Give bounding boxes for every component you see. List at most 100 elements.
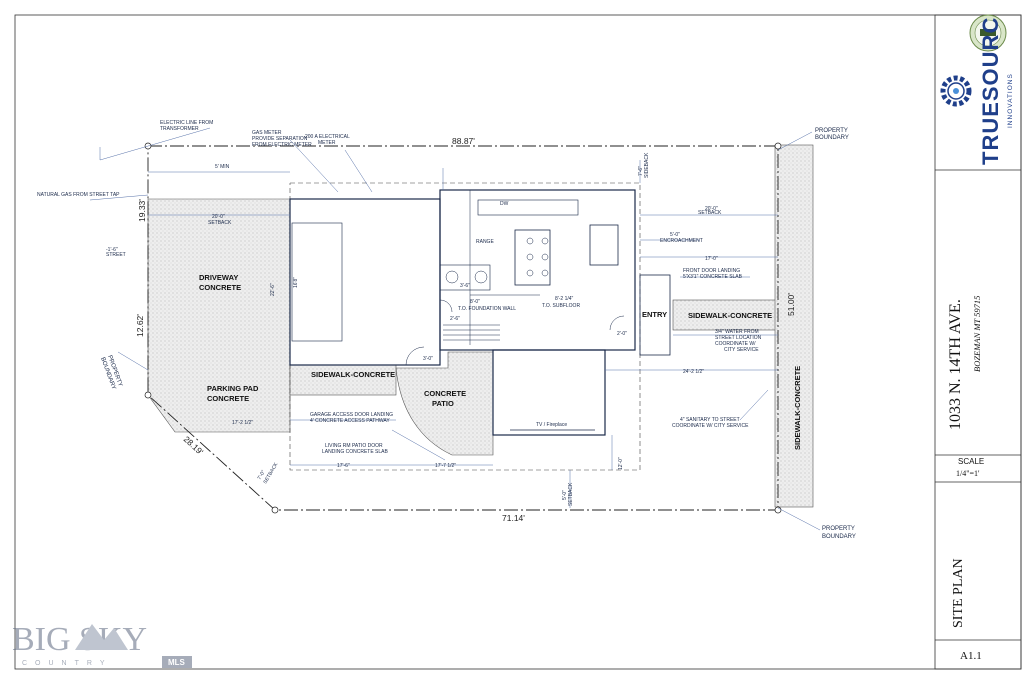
driveway-label-1: DRIVEWAY bbox=[199, 273, 238, 282]
street-note-2: STREET bbox=[106, 252, 126, 258]
water-note-3: COORDINATE W/ bbox=[715, 341, 756, 347]
sideback-2: SIDEBACK bbox=[644, 152, 650, 178]
dim-2-6: 2'-6" bbox=[450, 316, 460, 322]
gas-meter-note-1: GAS METER bbox=[252, 130, 282, 136]
dim-24-2: 24'-2 1/2" bbox=[683, 369, 704, 375]
garage-depth: 16'8" bbox=[293, 277, 299, 288]
sidewalk-left-area bbox=[289, 364, 397, 396]
project-city: BOZEMAN MT 59715 bbox=[972, 296, 982, 372]
electric-line-note-1: ELECTRIC LINE FROM bbox=[160, 120, 213, 126]
setback-bottom-2: SETBACK bbox=[568, 482, 574, 506]
sanitary-note-2: COORDINATE W/ CITY SERVICE bbox=[672, 423, 749, 429]
setback-left-1: 20'-0" bbox=[212, 214, 225, 220]
dim-2-0: 2'-0" bbox=[617, 331, 627, 337]
project-address: 1033 N. 14TH AVE. bbox=[947, 299, 964, 430]
street-note-1: -1'-6" bbox=[106, 247, 118, 253]
boundary-corner-br bbox=[774, 506, 782, 514]
sideback-1: 7'-6" bbox=[638, 166, 644, 176]
sanitary-note-1: 4" SANITARY TO STREET bbox=[680, 417, 740, 423]
sidewalk-entry-label: SIDEWALK-CONCRETE bbox=[688, 311, 772, 320]
dim-17-6: 17'-6" bbox=[337, 463, 350, 469]
foundation-wall-2: T.O. FOUNDATION WALL bbox=[458, 306, 516, 312]
dim-3-0: 3'-0" bbox=[423, 356, 433, 362]
boundary-tr-2: BOUNDARY bbox=[815, 135, 849, 141]
setback-left-2: SETBACK bbox=[208, 220, 232, 226]
dim-22: 22'-6" bbox=[270, 283, 276, 296]
front-door-note-2: 5'X3'1" CONCRETE SLAB bbox=[683, 274, 743, 280]
water-note-1: 3/4" WATER FROM bbox=[715, 329, 759, 335]
entry-label: ENTRY bbox=[642, 310, 667, 319]
mountain-icon bbox=[75, 624, 128, 650]
title-block-frame bbox=[934, 14, 1022, 670]
gas-meter-note-2: PROVIDE SEPARATION bbox=[252, 136, 308, 142]
five-min-note: 5' MIN bbox=[215, 164, 230, 170]
electrical-meter-note-2: METER bbox=[318, 140, 336, 146]
concrete-areas bbox=[147, 144, 814, 508]
driveway-label-2: CONCRETE bbox=[199, 283, 241, 292]
encroachment-2: ENCROACHMENT bbox=[660, 238, 703, 244]
house-footprint bbox=[289, 189, 671, 436]
dw-label: DW bbox=[500, 201, 509, 207]
left-dimension-mid: 12.62' bbox=[135, 314, 145, 337]
sidewalk-entry-area bbox=[672, 299, 784, 331]
sidewalk-left-label: SIDEWALK-CONCRETE bbox=[311, 370, 395, 379]
watermark-brand: BIG SKY bbox=[12, 621, 147, 658]
natural-gas-note: NATURAL GAS FROM STREET TAP bbox=[37, 192, 120, 198]
boundary-br-1: PROPERTY bbox=[822, 526, 855, 532]
dim-17-0: 17'-0" bbox=[705, 256, 718, 262]
right-dimension: 51.00' bbox=[786, 293, 796, 316]
fireplace-label: TV / Fireplace bbox=[536, 422, 567, 428]
electric-line-note-2: TRANSFORMER bbox=[160, 126, 199, 132]
setback-line bbox=[289, 182, 641, 471]
diagonal-dimension: 28.19' bbox=[182, 434, 206, 457]
setback-right-2: SETBACK bbox=[698, 210, 722, 216]
watermark-sub: COUNTRY bbox=[22, 660, 112, 667]
sidewalk-right-label: SIDEWALK-CONCRETE bbox=[793, 366, 802, 450]
garage-access-note-1: GARAGE ACCESS DOOR LANDING bbox=[310, 412, 393, 418]
living-rm-note-1: LIVING RM PATIO DOOR bbox=[325, 443, 383, 449]
encroachment-1: 5'-0" bbox=[670, 232, 680, 238]
parking-pad-label-1: PARKING PAD bbox=[207, 384, 259, 393]
watermark-tag: MLS bbox=[168, 658, 186, 667]
dim-17-2: 17'-2 1/2" bbox=[232, 420, 253, 426]
dim-17-7: 17'-7 1/2" bbox=[435, 463, 456, 469]
water-note-2: STREET LOCATION bbox=[715, 335, 762, 341]
gear-logo-icon bbox=[940, 75, 972, 107]
bottom-dimension: 71.14' bbox=[502, 513, 525, 523]
front-door-note-1: FRONT DOOR LANDING bbox=[683, 268, 740, 274]
certification-seal-icon bbox=[969, 14, 1007, 52]
property-boundary-line bbox=[147, 145, 779, 511]
foundation-wall-1: 8'-0" bbox=[470, 299, 480, 305]
setback-diag-1: 7'-0" bbox=[257, 469, 267, 481]
patio-label-2: PATIO bbox=[432, 399, 454, 408]
area-labels: DRIVEWAY CONCRETE PARKING PAD CONCRETE S… bbox=[199, 273, 802, 450]
boundary-corner-tr bbox=[774, 142, 782, 150]
patio-label-1: CONCRETE bbox=[424, 389, 466, 398]
scale-value: 1/4"=1' bbox=[956, 469, 980, 478]
top-dimension: 88.87' bbox=[452, 136, 475, 146]
sheet-number: A1.1 bbox=[960, 650, 982, 662]
big-sky-watermark: BIG SKY COUNTRY MLS bbox=[12, 621, 192, 668]
boundary-tr-1: PROPERTY bbox=[815, 128, 848, 134]
company-name: TRUESOURC bbox=[978, 17, 1003, 165]
living-rm-note-2: LANDING CONCRETE SLAB bbox=[322, 449, 389, 455]
company-subtitle: INNOVATIONS bbox=[1007, 73, 1014, 128]
setback-bottom-1: 5'-0" bbox=[562, 490, 568, 500]
parking-pad-label-2: CONCRETE bbox=[207, 394, 249, 403]
subfloor-2: T.O. SUBFLOOR bbox=[542, 303, 580, 309]
scale-label: SCALE bbox=[958, 457, 984, 466]
boundary-br-2: BOUNDARY bbox=[822, 534, 856, 540]
garage-access-note-2: 4' CONCRETE ACCESS PATHWAY bbox=[310, 418, 390, 424]
sheet-title: SITE PLAN bbox=[951, 558, 966, 628]
water-note-4: CITY SERVICE bbox=[724, 347, 759, 353]
boundary-corner-l bbox=[144, 391, 152, 399]
sanitary-dim: 12'-0" bbox=[618, 457, 624, 470]
gas-meter-note-3: FROM ELECTRIC METER bbox=[252, 142, 312, 148]
setback-right-1: 20'-0" bbox=[705, 206, 718, 212]
sidewalk-right-area bbox=[774, 144, 814, 508]
dimension-lines bbox=[89, 127, 821, 531]
electrical-meter-note-1: 200 A ELECTRICAL bbox=[305, 134, 350, 140]
range-label: RANGE bbox=[476, 239, 494, 245]
